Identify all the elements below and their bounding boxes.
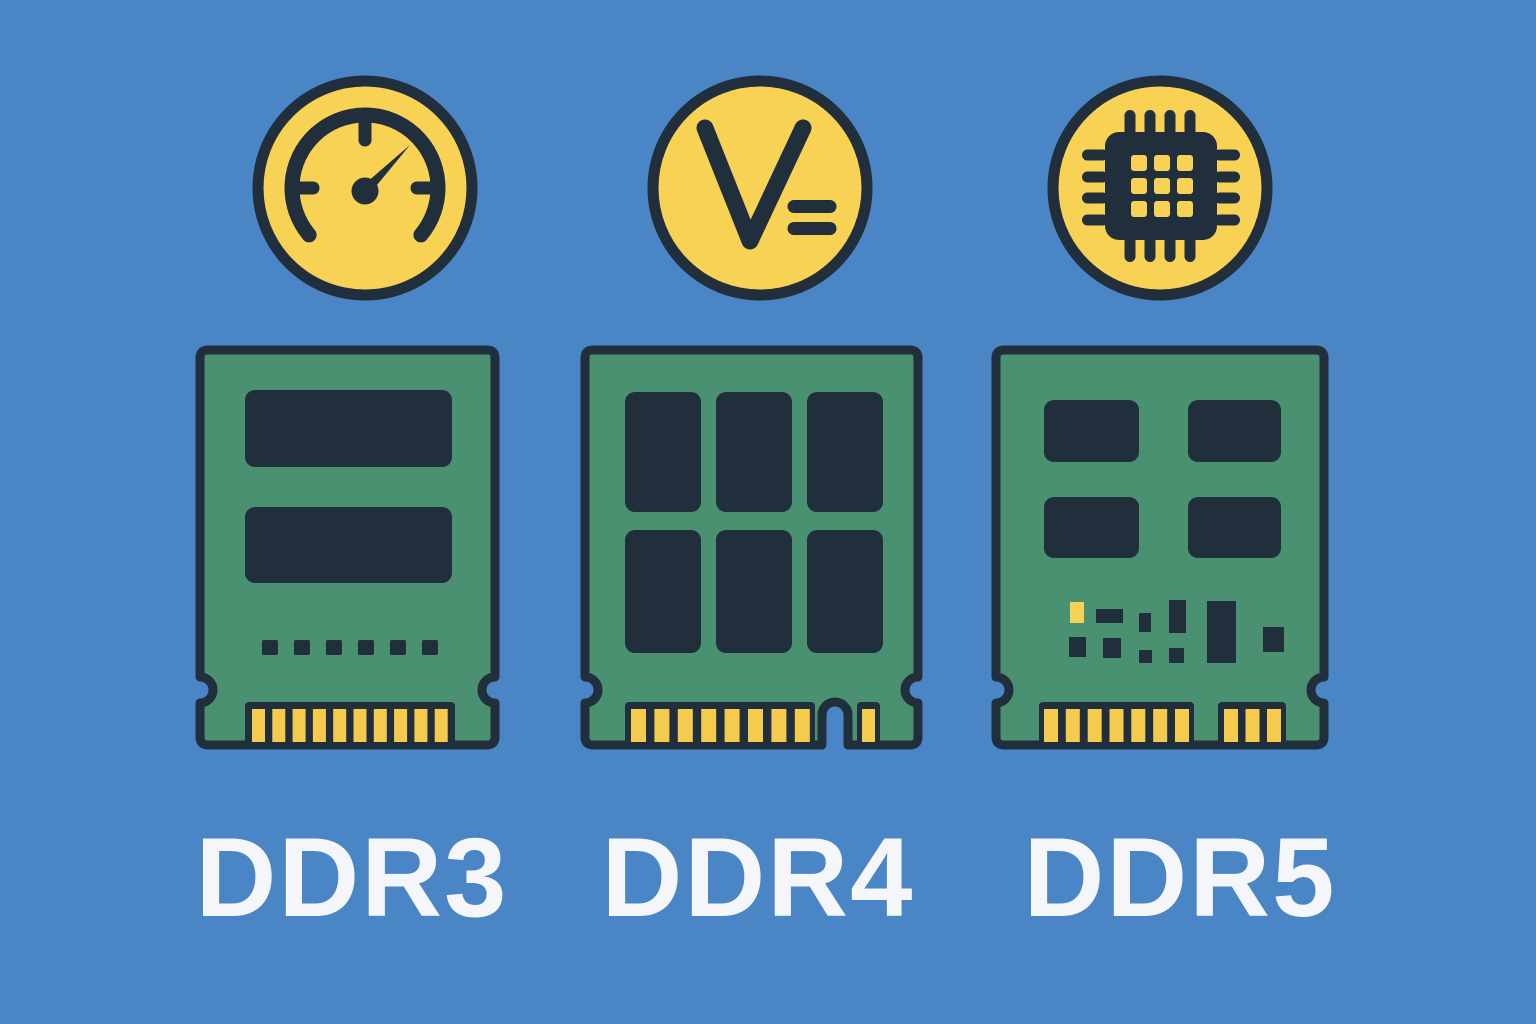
icon-circle — [647, 75, 873, 301]
ddr3-label: DDR3 — [195, 815, 509, 940]
ddr5-chips — [1044, 400, 1281, 558]
ddr5-smd-components — [1069, 600, 1284, 663]
chip-icon — [1047, 75, 1273, 301]
ddr5-module — [991, 345, 1329, 750]
voltage-symbol — [696, 119, 837, 250]
ddr3-module — [195, 345, 500, 750]
ddr4-module — [580, 345, 923, 750]
ddr5-pin-row — [1039, 702, 1286, 745]
ddr4-label: DDR4 — [601, 815, 915, 940]
ddr3-chips — [245, 390, 452, 583]
voltage-icon — [647, 75, 873, 301]
smd-capacitor-yellow — [1070, 602, 1084, 623]
ddr5-label: DDR5 — [1023, 815, 1337, 940]
ddr4-pin-row — [625, 702, 880, 745]
gauge-hub — [351, 177, 379, 205]
ddr3-pin-row — [245, 702, 455, 745]
gauge-dial — [284, 107, 446, 243]
chip-pins — [1082, 110, 1240, 262]
ddr4-chips — [625, 392, 883, 653]
ddr3-contact-dots — [262, 640, 438, 655]
chip-cores — [1131, 155, 1193, 217]
speedometer-icon — [252, 75, 478, 301]
